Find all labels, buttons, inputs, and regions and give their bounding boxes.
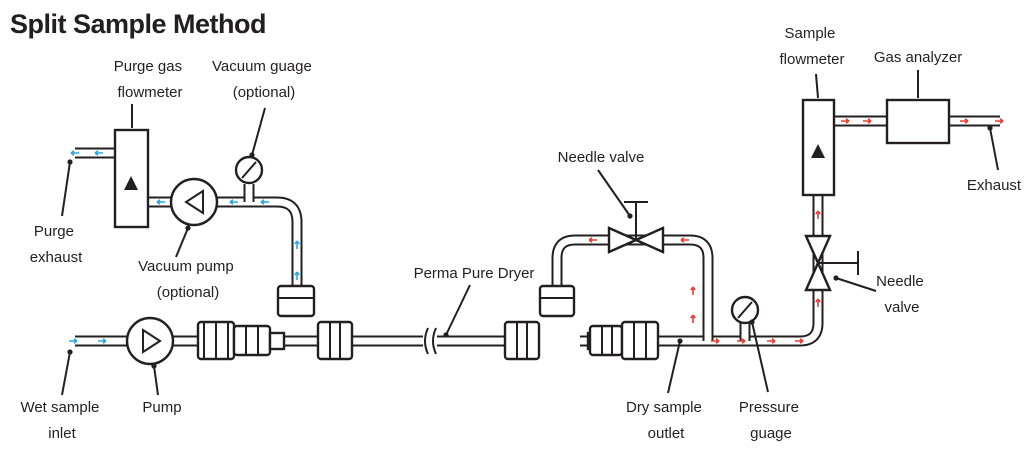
sample-flowmeter-symbol <box>801 98 836 197</box>
flow-arrow <box>690 286 696 295</box>
vacuum-guage-symbol <box>234 155 264 185</box>
flow-arrow <box>69 338 78 344</box>
label-vacuum-pump: Vacuum pump (optional) <box>138 258 238 301</box>
diagram-title: Split Sample Method <box>10 9 266 39</box>
purge-flow-arrows <box>69 150 300 344</box>
right-tee-fitting <box>503 284 660 361</box>
pump-symbol <box>125 316 175 366</box>
flow-arrow <box>863 118 872 124</box>
flow-arrow <box>815 298 821 307</box>
flow-arrow <box>680 237 689 243</box>
purge-gas-flowmeter-symbol <box>113 128 150 229</box>
label-dry-sample-outlet: Dry sample outlet <box>626 399 706 442</box>
label-gas-analyzer: Gas analyzer <box>874 49 962 66</box>
sample-flow-arrows <box>588 118 1004 344</box>
label-wet-sample-inlet: Wet sample inlet <box>20 399 103 442</box>
dryer-break-symbol <box>423 327 437 355</box>
flow-arrow <box>156 199 165 205</box>
pressure-guage-symbol <box>730 295 760 325</box>
gas-analyzer-box <box>885 98 951 145</box>
flow-arrow <box>294 240 300 249</box>
label-vacuum-guage: Vacuum guage (optional) <box>212 58 316 101</box>
flow-arrow <box>960 118 969 124</box>
flow-arrow <box>815 210 821 219</box>
label-sample-flowmeter: Sample flowmeter <box>779 25 844 68</box>
flow-arrow <box>690 314 696 323</box>
flow-arrow <box>995 118 1004 124</box>
label-needle-valve-right: Needle valve <box>876 273 928 316</box>
flow-arrow <box>260 199 269 205</box>
flow-arrow <box>737 338 746 344</box>
flow-arrow <box>70 150 79 156</box>
flow-arrow <box>767 338 776 344</box>
label-perma-pure-dryer: Perma Pure Dryer <box>414 265 535 282</box>
flow-arrow <box>588 237 597 243</box>
flow-arrow <box>94 150 103 156</box>
pipes <box>75 115 1000 347</box>
label-pressure-guage: Pressure guage <box>739 399 803 442</box>
flow-arrow <box>711 338 720 344</box>
right-needle-valve-symbol <box>804 234 859 292</box>
flow-arrow <box>795 338 804 344</box>
leader-lines <box>61 70 999 396</box>
label-pump: Pump <box>142 399 181 416</box>
top-needle-valve-symbol <box>607 201 665 254</box>
left-tee-fitting <box>196 284 354 361</box>
flow-arrow <box>98 338 107 344</box>
vacuum-pump-symbol <box>169 177 219 227</box>
flow-arrow <box>229 199 238 205</box>
labels: Purge gas flowmeter Vacuum guage (option… <box>20 25 1021 442</box>
label-purge-exhaust: Purge exhaust <box>30 223 83 266</box>
flow-arrow <box>294 271 300 280</box>
flow-arrow <box>841 118 850 124</box>
label-purge-gas-flowmeter: Purge gas flowmeter <box>114 58 187 101</box>
label-needle-valve-top: Needle valve <box>558 149 645 166</box>
label-exhaust: Exhaust <box>967 177 1022 194</box>
